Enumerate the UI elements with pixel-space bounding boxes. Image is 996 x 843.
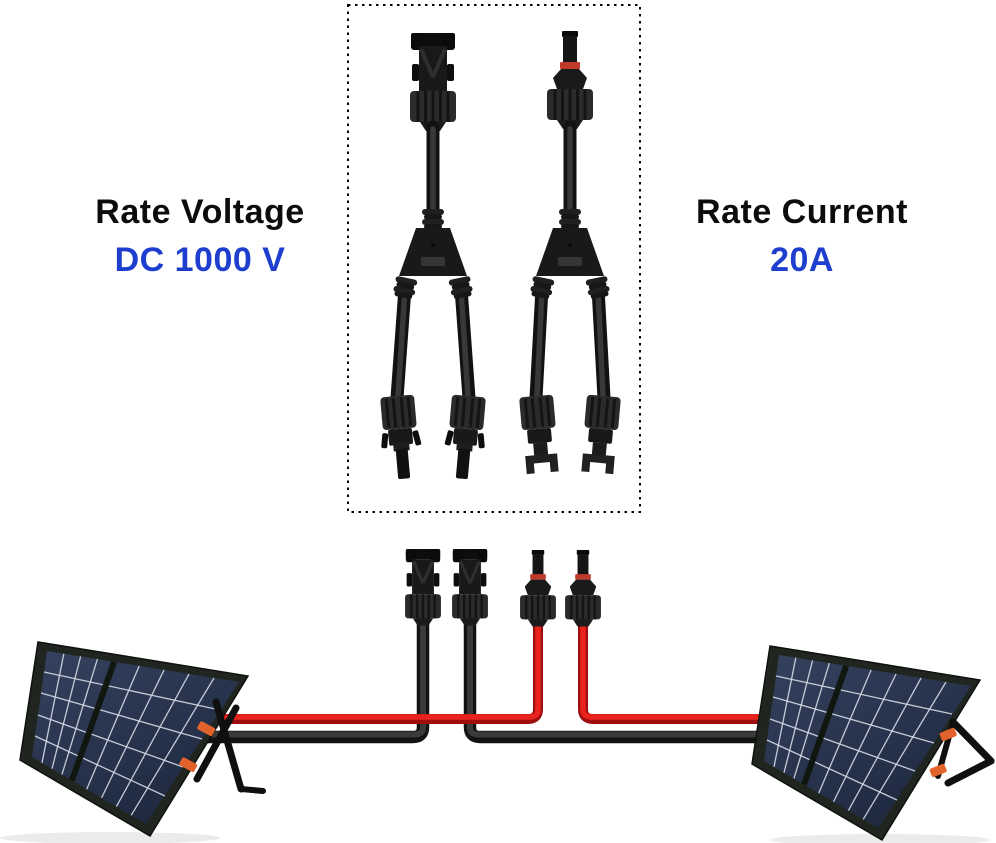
right-panel-kickstand <box>929 718 995 787</box>
left-panel-fold-divider <box>69 660 118 782</box>
female-connector-black-1-icon <box>403 547 443 628</box>
kickstand-clip-orange <box>929 763 947 778</box>
red-cables <box>187 613 809 724</box>
current-value: 20A <box>770 241 834 279</box>
y-branch-connector-female-to-2-male-icon <box>375 31 491 482</box>
left-solar-panel <box>19 641 250 838</box>
male-connector-red-1-icon <box>518 548 558 628</box>
kickstand-clip-orange <box>197 721 216 736</box>
dotted-border <box>347 4 641 513</box>
kickstand-clip-orange <box>179 757 198 772</box>
female-connector-black-2-icon <box>450 547 490 628</box>
right-solar-panel <box>751 645 982 842</box>
y-branch-connector-male-to-2-female-icon <box>517 29 623 476</box>
voltage-value: DC 1000 V <box>114 241 286 279</box>
black-cables <box>191 609 807 744</box>
current-spec: Rate Current 20A <box>640 192 964 280</box>
connector-feature-box <box>347 4 641 513</box>
current-title: Rate Current <box>696 193 908 231</box>
right-panel-fold-divider <box>801 664 850 786</box>
male-connector-red-2-icon <box>563 548 603 628</box>
left-panel-kickstand <box>179 698 266 794</box>
left-panel-shadow <box>0 832 220 843</box>
kickstand-clip-orange <box>939 727 957 742</box>
voltage-title: Rate Voltage <box>95 193 305 231</box>
voltage-spec: Rate Voltage DC 1000 V <box>38 192 362 280</box>
wiring-diagram <box>0 547 995 843</box>
